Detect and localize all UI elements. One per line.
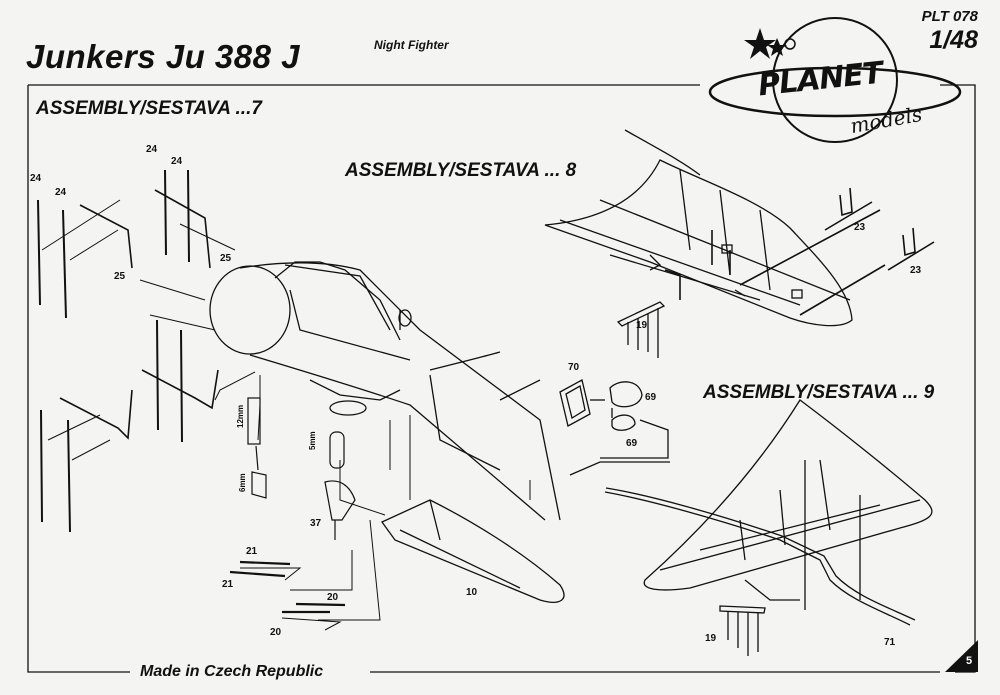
label-part-10: 10	[466, 587, 478, 598]
logo-ring	[708, 66, 962, 118]
label-part-24: 24	[146, 144, 158, 155]
label-part-69: 69	[645, 392, 657, 403]
wing-assembly-8	[544, 129, 853, 327]
label-part-23: 23	[910, 265, 922, 276]
label-part-23: 23	[854, 222, 866, 233]
part-25-antenna-mounts	[59, 189, 219, 440]
part-23-brackets	[664, 187, 935, 316]
logo-planet	[772, 17, 898, 143]
frame-right-line	[940, 84, 976, 673]
label-part-24: 24	[30, 173, 42, 184]
wing-assembly-9	[569, 399, 933, 626]
label-part-21: 21	[246, 546, 258, 557]
dim-6mm: 6mm	[238, 473, 247, 492]
label-part-71: 71	[884, 637, 896, 648]
label-part-20: 20	[327, 592, 339, 603]
arrows-section-7	[41, 199, 531, 631]
page-number: 5	[966, 655, 973, 667]
label-part-21: 21	[222, 579, 234, 590]
page-corner	[945, 640, 978, 672]
parts-70-69	[559, 379, 669, 459]
dim-5mm: 5mm	[308, 431, 317, 450]
label-part-25: 25	[114, 271, 126, 282]
kit-subtitle: Night Fighter	[374, 38, 449, 52]
fuselage-drawing	[209, 261, 561, 521]
kit-scale: 1/48	[929, 26, 978, 54]
label-part-20: 20	[270, 627, 282, 638]
label-part-24: 24	[55, 187, 67, 198]
section-7-heading: ASSEMBLY/SESTAVA ...7	[36, 98, 262, 119]
dim-12mm: 12mm	[236, 404, 245, 428]
part-24-antennas	[37, 169, 190, 533]
kit-code: PLT 078	[921, 8, 978, 25]
kit-title: Junkers Ju 388 J	[26, 38, 300, 75]
section-8-heading: ASSEMBLY/SESTAVA ... 8	[345, 160, 577, 181]
footer-origin: Made in Czech Republic	[140, 663, 324, 680]
label-part-19: 19	[705, 633, 717, 644]
frame-left-line	[27, 85, 130, 673]
part-19-comb-9	[719, 605, 766, 656]
small-parts	[247, 397, 356, 540]
parts-21-20	[229, 560, 346, 614]
label-part-19: 19	[636, 320, 648, 331]
part-10-gondola	[381, 499, 565, 603]
label-part-37: 37	[310, 518, 322, 529]
label-part-70: 70	[568, 362, 580, 373]
section-9-heading: ASSEMBLY/SESTAVA ... 9	[703, 382, 935, 403]
label-part-25: 25	[220, 253, 232, 264]
logo-stars	[744, 28, 787, 59]
label-part-24: 24	[171, 156, 183, 167]
label-part-69: 69	[626, 438, 638, 449]
part-19-comb-8	[616, 301, 666, 358]
